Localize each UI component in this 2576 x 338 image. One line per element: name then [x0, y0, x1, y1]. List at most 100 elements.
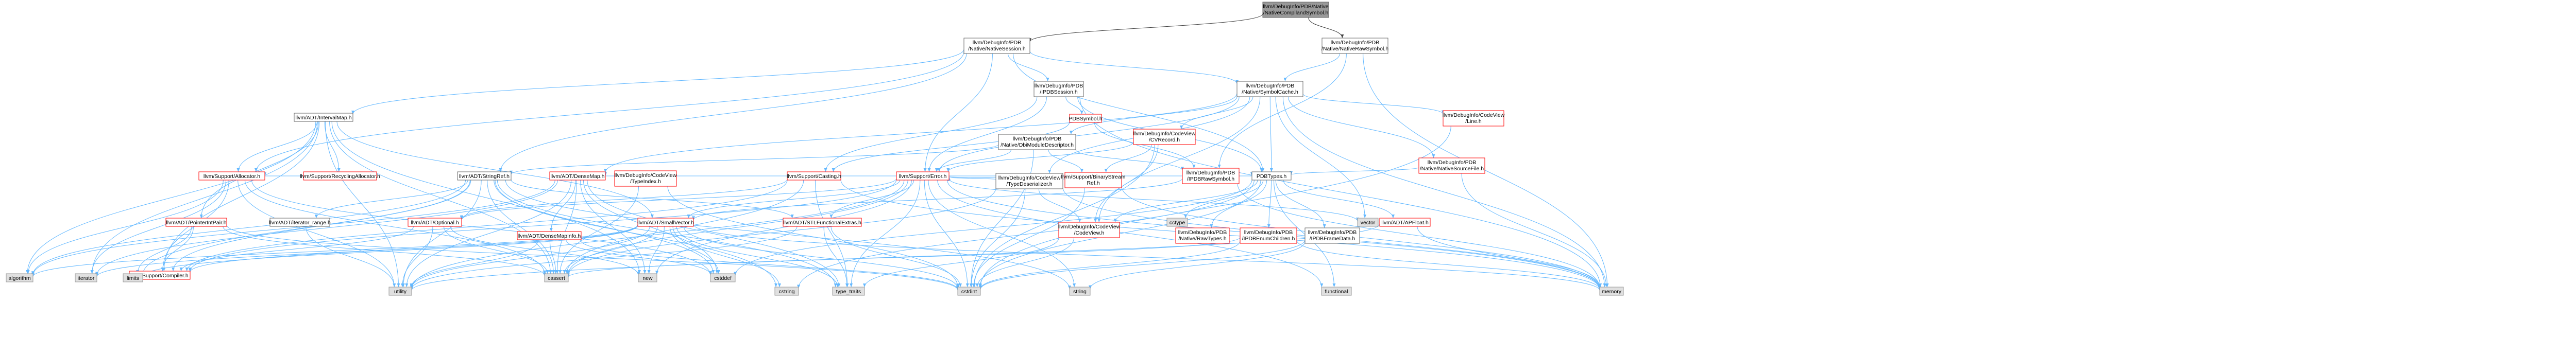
node-label: llvm/Support/Allocator.h — [204, 173, 260, 180]
node-support-error[interactable]: llvm/Support/Error.h — [896, 171, 950, 181]
node-dense-map[interactable]: llvm/ADT/DenseMap.h — [549, 171, 606, 181]
edge — [1284, 53, 1341, 82]
node-type-index[interactable]: llvm/DebugInfo/CodeView/TypeIndex.h — [614, 170, 677, 187]
node-symbol-cache[interactable]: llvm/DebugInfo/PDB/Native/SymbolCache.h — [1236, 81, 1303, 97]
edge — [500, 53, 967, 172]
node-small-vector[interactable]: llvm/ADT/SmallVector.h — [637, 218, 694, 227]
node-root[interactable]: llvm/DebugInfo/PDB/Native/NativeCompilan… — [1262, 2, 1329, 18]
edge-arrowhead — [1598, 283, 1601, 288]
edge — [672, 226, 780, 288]
node-label: llvm/DebugInfo/PDB — [1187, 170, 1235, 176]
node-label: llvm/ADT/SmallVector.h — [637, 220, 694, 226]
edge — [1211, 180, 1267, 228]
node-string-ref[interactable]: llvm/ADT/StringRef.h — [457, 171, 512, 181]
edge — [864, 237, 1059, 288]
edge — [973, 187, 1085, 288]
node-label: Ref.h — [1087, 180, 1099, 186]
edge — [580, 239, 958, 290]
node-label: PDBTypes.h — [1257, 173, 1287, 180]
node-label: llvm/DebugInfo/PDB — [1308, 229, 1357, 236]
node-apfloat[interactable]: llvm/ADT/APFloat.h — [1379, 218, 1431, 227]
node-box — [6, 273, 33, 282]
node-casting[interactable]: llvm/Support/Casting.h — [787, 171, 841, 181]
node-functional: functional — [1321, 287, 1352, 296]
node-label: cctype — [1170, 220, 1185, 226]
graph-nodes: llvm/DebugInfo/PDB/Native/NativeCompilan… — [6, 2, 1624, 296]
edge-arrowhead — [1094, 219, 1097, 222]
node-support-compiler[interactable]: llvm/Support/Compiler.h — [129, 271, 191, 280]
edge — [505, 180, 1070, 290]
edge — [676, 226, 838, 288]
node-box — [294, 113, 353, 122]
edge-arrowhead — [1323, 224, 1326, 228]
edge — [1185, 180, 1264, 219]
edge-arrowhead — [401, 283, 404, 287]
node-recycling-allocator[interactable]: llvm/Support/RecyclingAllocator.h — [300, 171, 380, 181]
node-native-session[interactable]: llvm/DebugInfo/PDB/Native/NativeSession.… — [963, 38, 1030, 54]
node-cvrecord[interactable]: llvm/DebugInfo/CodeView/CVRecord.h — [1133, 129, 1196, 145]
edge — [1275, 180, 1325, 228]
node-native-source-file[interactable]: llvm/DebugInfo/PDB/Native/NativeSourceFi… — [1418, 157, 1485, 174]
edge-arrowhead — [337, 168, 341, 172]
node-ipdbframe-data[interactable]: llvm/DebugInfo/PDB/IPDBFrameData.h — [1304, 227, 1360, 244]
edge — [461, 179, 788, 219]
edge — [1095, 144, 1159, 223]
node-box — [544, 273, 569, 282]
edge — [688, 180, 901, 219]
node-string: string — [1069, 287, 1091, 296]
node-iterator-range[interactable]: llvm/ADT/iterator_range.h — [269, 218, 331, 227]
node-box — [1064, 172, 1122, 188]
node-ipdbraw-symbol[interactable]: llvm/DebugInfo/PDB/IPDBRawSymbol.h — [1182, 168, 1240, 184]
edge — [91, 180, 227, 274]
node-label: llvm/DebugInfo/PDB — [1013, 136, 1062, 142]
node-pointer-int-pair[interactable]: llvm/ADT/PointerIntPair.h — [165, 218, 227, 227]
node-optional[interactable]: llvm/ADT/Optional.h — [408, 218, 462, 227]
node-label: /CodeView.h — [1074, 230, 1105, 236]
edge — [939, 96, 1240, 172]
node-label: cstdint — [961, 289, 977, 295]
edge — [557, 180, 577, 274]
edge — [1417, 226, 1600, 288]
edge-arrowhead — [397, 283, 400, 287]
node-box — [408, 218, 462, 227]
node-stlfunctional-extras[interactable]: llvm/ADT/STLFunctionalExtras.h — [783, 218, 862, 227]
edge — [831, 180, 914, 219]
node-label: /Native/NativeSourceFile.h — [1420, 166, 1484, 172]
node-pdbnative-raw-types[interactable]: llvm/DebugInfo/PDB/Native/RawTypes.h — [1175, 227, 1230, 244]
node-ipdbenum-children[interactable]: llvm/DebugInfo/PDB/IPDBEnumChildren.h — [1240, 227, 1297, 244]
edge — [928, 180, 1075, 288]
node-cvline[interactable]: llvm/DebugInfo/CodeView/Line.h — [1443, 110, 1505, 127]
node-code-view-h[interactable]: llvm/DebugInfo/CodeView/CodeView.h — [1058, 222, 1121, 238]
node-label: llvm/ADT/DenseMapInfo.h — [518, 233, 581, 239]
edge — [1098, 96, 1261, 223]
node-pdbsession[interactable]: llvm/DebugInfo/PDB/IPDBSession.h — [1033, 81, 1084, 97]
edge — [190, 179, 897, 272]
node-label: /Line.h — [1465, 118, 1482, 124]
node-label: new — [642, 275, 653, 281]
edge-arrowhead — [965, 283, 969, 287]
node-dense-map-info[interactable]: llvm/ADT/DenseMapInfo.h — [517, 231, 582, 240]
edge — [1296, 240, 1600, 290]
edge-arrowhead — [1192, 165, 1196, 168]
node-dbi-module-descriptor[interactable]: llvm/DebugInfo/PDB/Native/DbiModuleDescr… — [998, 134, 1076, 150]
node-allocator[interactable]: llvm/Support/Allocator.h — [198, 171, 265, 181]
edge-arrowhead — [774, 283, 778, 287]
node-interval-map[interactable]: llvm/ADT/IntervalMap.h — [294, 113, 353, 122]
node-label: llvm/DebugInfo/CodeView — [1058, 224, 1121, 230]
node-pdbsymbol[interactable]: PDBSymbol.h — [1069, 114, 1103, 123]
edge-arrowhead — [1180, 126, 1183, 129]
node-type-deserializer[interactable]: llvm/DebugInfo/CodeView/TypeDeserializer… — [995, 173, 1063, 189]
edge — [924, 180, 968, 288]
edge — [28, 180, 224, 274]
node-native-raw-symbol[interactable]: llvm/DebugInfo/PDB/Native/NativeRawSymbo… — [1321, 38, 1388, 54]
edge-arrowhead — [549, 270, 552, 274]
node-label: PDBSymbol.h — [1069, 116, 1103, 122]
node-label: /TypeIndex.h — [630, 179, 661, 185]
node-utility: utility — [388, 287, 412, 296]
node-box — [1240, 227, 1297, 244]
edge — [971, 188, 1026, 288]
node-label: llvm/Support/RecyclingAllocator.h — [300, 173, 380, 180]
node-box — [457, 171, 512, 181]
node-pdbtypes[interactable]: PDBTypes.h — [1251, 171, 1292, 181]
